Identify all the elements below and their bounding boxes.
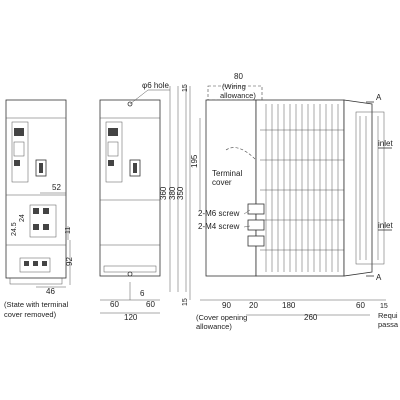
screw-m4-label: 2-M4 screw bbox=[198, 222, 240, 231]
dim-90: 90 bbox=[222, 301, 231, 310]
dim-92: 92 bbox=[65, 257, 74, 266]
dim-350: 350 bbox=[176, 186, 185, 200]
dim-60-a: 60 bbox=[110, 300, 119, 309]
cover-opening-2: allowance) bbox=[196, 322, 232, 331]
dim-380: 380 bbox=[168, 186, 177, 200]
unit-body-front bbox=[99, 99, 161, 277]
dim-120: 120 bbox=[124, 313, 138, 322]
dim-24-5: 24.5 bbox=[11, 222, 18, 236]
dim-15-top: 15 bbox=[182, 84, 189, 92]
dim-11: 11 bbox=[65, 227, 72, 234]
inlet-top: inlet bbox=[378, 139, 393, 148]
state-note-line1: (State with terminal bbox=[4, 300, 69, 309]
terminal-text-1: Terminal bbox=[212, 169, 242, 178]
dim-60-c: 60 bbox=[356, 301, 365, 310]
required-text-2: passa bbox=[378, 320, 399, 329]
heatsink-body bbox=[255, 99, 345, 277]
fan-housing bbox=[343, 99, 373, 277]
state-note-line2: cover removed) bbox=[4, 310, 57, 319]
wiring-text-2: allowance) bbox=[220, 91, 256, 100]
dim-6: 6 bbox=[140, 289, 145, 298]
wiring-text-1: (Wiring bbox=[222, 82, 246, 91]
screw-m6-label: 2-M6 screw bbox=[198, 209, 240, 218]
dim-24: 24 bbox=[19, 214, 26, 222]
required-text-1: Requi bbox=[378, 311, 398, 320]
front-view-cover-removed: 52 11 24.5 24 92 46 (State with terminal… bbox=[4, 99, 74, 319]
dim-15-right: 15 bbox=[380, 303, 388, 310]
section-a-bottom: A bbox=[376, 273, 382, 282]
dim-20: 20 bbox=[249, 301, 258, 310]
dim-180: 180 bbox=[282, 301, 296, 310]
dim-15-bottom: 15 bbox=[182, 298, 189, 306]
mounting-hole bbox=[127, 101, 133, 107]
front-view: φ6 hole 360 380 350 6 60 60 120 bbox=[99, 81, 187, 322]
dim-195: 195 bbox=[190, 154, 199, 168]
heatsink-fins bbox=[260, 104, 344, 272]
dim-260: 260 bbox=[304, 313, 318, 322]
terminal-block-left bbox=[29, 204, 57, 238]
side-panel bbox=[205, 99, 257, 277]
inlet-bottom: inlet bbox=[378, 221, 393, 230]
hole-label: φ6 hole bbox=[142, 81, 170, 90]
terminal-cover-outline bbox=[225, 147, 257, 161]
dim-46: 46 bbox=[46, 287, 55, 296]
side-view: 80 (Wiring allowance) bbox=[182, 72, 399, 331]
dim-360: 360 bbox=[159, 186, 168, 200]
terminal-text-2: cover bbox=[212, 178, 232, 187]
control-board-left bbox=[11, 121, 29, 183]
dim-60-b: 60 bbox=[146, 300, 155, 309]
dim-52: 52 bbox=[52, 183, 61, 192]
wiring-dim: 80 bbox=[234, 72, 243, 81]
section-a-top: A bbox=[376, 93, 382, 102]
control-board-front bbox=[105, 121, 123, 183]
cover-opening-1: (Cover opening bbox=[196, 313, 247, 322]
